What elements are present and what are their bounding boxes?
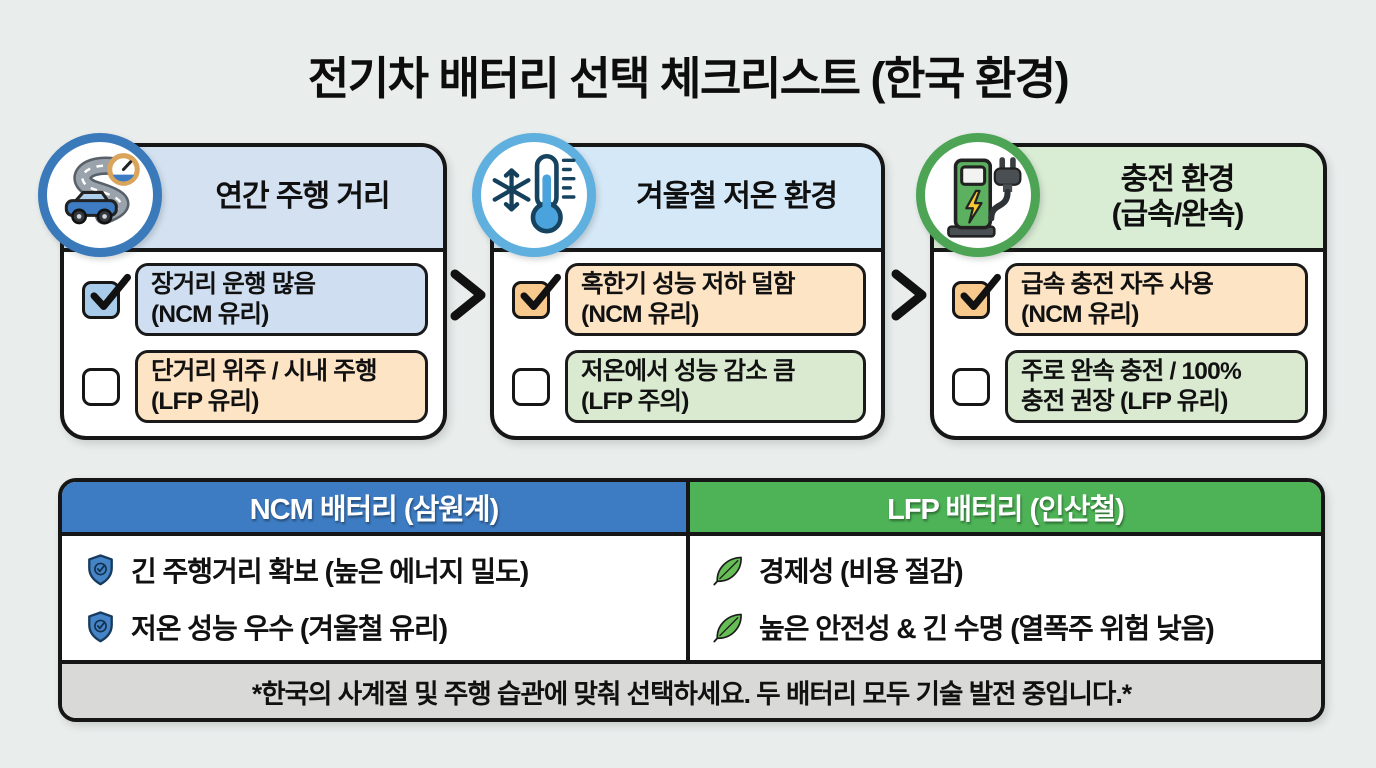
card-header-label: 연간 주행 거리	[215, 180, 390, 214]
option-text-line1: 주로 완속 충전 / 100%	[1021, 358, 1242, 386]
ncm-benefit-text: 저온 성능 우수 (겨울철 유리)	[131, 612, 448, 644]
option-text-line1: 급속 충전 자주 사용	[1021, 271, 1214, 299]
ncm-benefits-cell: 긴 주행거리 확보 (높은 에너지 밀도) 저온 성능 우수 (겨울철 유리)	[62, 536, 690, 660]
next-step-arrow-icon	[450, 269, 486, 321]
ncm-benefit-item: 긴 주행거리 확보 (높은 에너지 밀도)	[84, 550, 668, 590]
checkbox-unchecked-icon[interactable]	[512, 367, 550, 406]
card-header-label2: (급속/완속)	[1111, 197, 1245, 231]
checkbox-checked-icon[interactable]	[952, 273, 1001, 319]
checkbox-unchecked-icon[interactable]	[82, 367, 120, 406]
footnote: *한국의 사계절 및 주행 습관에 맞춰 선택하세요. 두 배터리 모두 기술 …	[62, 660, 1321, 718]
lfp-benefit-item: 높은 안전성 & 긴 수명 (열폭주 위험 낮음)	[712, 607, 1303, 647]
checkbox-checked-icon[interactable]	[512, 273, 561, 319]
card-winter-cold-body: 혹한기 성능 저하 덜함 (NCM 유리) 저온에서 성능 감소 큼 (LFP …	[494, 252, 881, 436]
option-box[interactable]: 급속 충전 자주 사용 (NCM 유리)	[1005, 263, 1308, 337]
option-text-line2: (NCM 유리)	[151, 300, 269, 328]
option-row: 저온에서 성능 감소 큼 (LFP 주의)	[512, 350, 866, 423]
option-row: 급속 충전 자주 사용 (NCM 유리)	[952, 263, 1308, 337]
option-box[interactable]: 단거리 위주 / 시내 주행 (LFP 유리)	[135, 350, 428, 423]
lfp-benefits-cell: 경제성 (비용 절감) 높은 안전성 & 긴 수명 (열폭주 위험 낮음)	[690, 536, 1321, 660]
checkbox-checked-icon[interactable]	[82, 273, 131, 319]
option-box[interactable]: 주로 완속 충전 / 100% 충전 권장 (LFP 유리)	[1005, 350, 1308, 423]
lfp-column-header: LFP 배터리 (인산철)	[690, 482, 1321, 536]
ncm-column-header: NCM 배터리 (삼원계)	[62, 482, 690, 536]
option-box[interactable]: 저온에서 성능 감소 큼 (LFP 주의)	[565, 350, 866, 423]
option-text-line1: 저온에서 성능 감소 큼	[581, 358, 795, 386]
page-title: 전기차 배터리 선택 체크리스트 (한국 환경)	[307, 53, 1070, 104]
card-annual-distance-body: 장거리 운행 많음 (NCM 유리) 단거리 위주 / 시내 주행 (LFP 유…	[64, 252, 443, 436]
card-header-label: 겨울철 저온 환경	[636, 180, 838, 214]
shield-check-icon	[88, 553, 113, 585]
lfp-benefit-item: 경제성 (비용 절감)	[712, 550, 1303, 590]
shield-check-icon	[88, 610, 113, 642]
option-text-line2: (NCM 유리)	[1021, 300, 1139, 328]
option-row: 단거리 위주 / 시내 주행 (LFP 유리)	[82, 350, 428, 423]
option-box[interactable]: 장거리 운행 많음 (NCM 유리)	[135, 263, 428, 337]
leaf-icon	[713, 613, 742, 642]
lfp-benefit-text: 경제성 (비용 절감)	[759, 555, 964, 587]
option-box[interactable]: 혹한기 성능 저하 덜함 (NCM 유리)	[565, 263, 866, 337]
option-text-line1: 장거리 운행 많음	[151, 271, 316, 299]
road-car-icon	[38, 133, 162, 257]
option-row: 혹한기 성능 저하 덜함 (NCM 유리)	[512, 263, 866, 337]
option-text-line2: 충전 권장 (LFP 유리)	[1021, 387, 1228, 415]
option-text-line2: (LFP 주의)	[581, 387, 689, 415]
checkbox-unchecked-icon[interactable]	[952, 367, 990, 406]
lfp-benefit-text: 높은 안전성 & 긴 수명 (열폭주 위험 낮음)	[759, 612, 1215, 644]
snowflake-thermometer-icon	[472, 133, 596, 257]
option-text-line2: (LFP 유리)	[151, 387, 259, 415]
option-text-line1: 단거리 위주 / 시내 주행	[151, 358, 378, 386]
next-step-arrow-icon	[891, 269, 927, 321]
leaf-icon	[713, 556, 742, 585]
card-charging-env-body: 급속 충전 자주 사용 (NCM 유리) 주로 완속 충전 / 100% 충전 …	[934, 252, 1323, 436]
card-header-label: 충전 환경	[1120, 163, 1236, 197]
ev-charger-icon	[916, 133, 1040, 257]
comparison-table: NCM 배터리 (삼원계) LFP 배터리 (인산철) 긴 주행거리 확보 (높…	[58, 478, 1325, 722]
card-charging-env: 충전 환경 (급속/완속) 급속 충전 자주 사용 (NCM 유리) 주로 완속…	[930, 143, 1327, 440]
option-text-line2: (NCM 유리)	[581, 300, 699, 328]
option-row: 장거리 운행 많음 (NCM 유리)	[82, 263, 428, 337]
option-row: 주로 완속 충전 / 100% 충전 권장 (LFP 유리)	[952, 350, 1308, 423]
option-text-line1: 혹한기 성능 저하 덜함	[581, 271, 795, 299]
ncm-benefit-text: 긴 주행거리 확보 (높은 에너지 밀도)	[131, 555, 529, 587]
ncm-benefit-item: 저온 성능 우수 (겨울철 유리)	[84, 607, 668, 647]
